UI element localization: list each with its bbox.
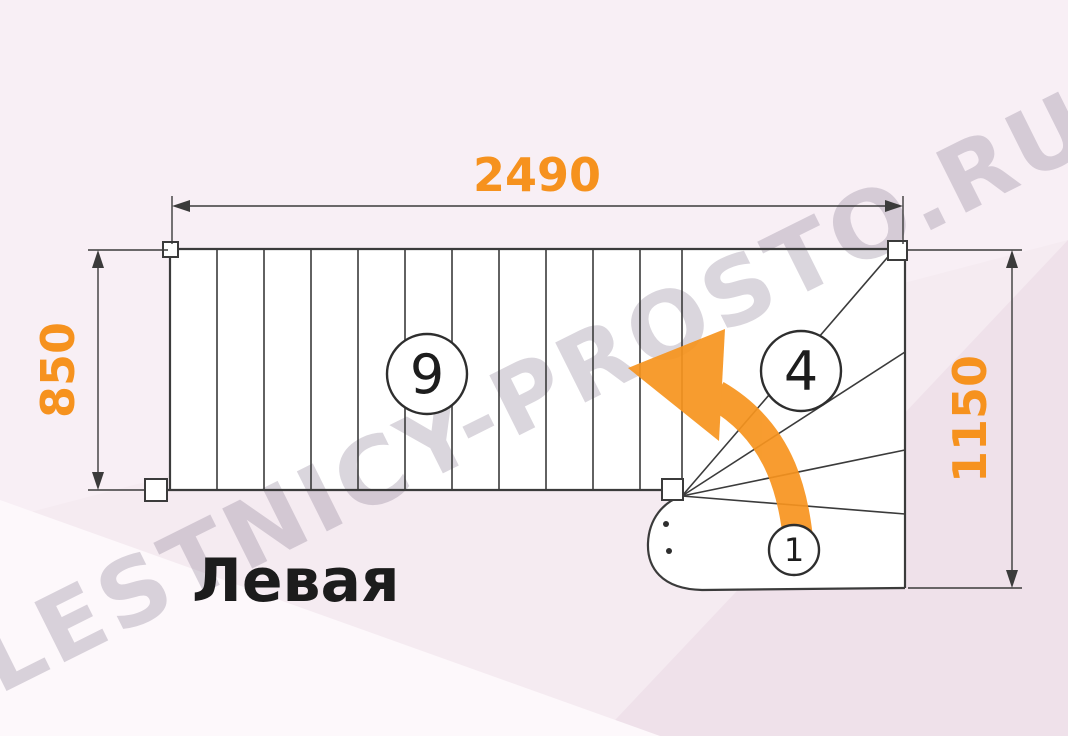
- dimension-label-flight-width: 850: [31, 322, 85, 418]
- newel-post-top-right: [887, 240, 908, 261]
- background-facet-bottom-left: [0, 500, 660, 736]
- tread-lines: [216, 249, 641, 490]
- dimension-arrowhead-left: [172, 200, 190, 212]
- direction-arrow-head: [628, 329, 725, 441]
- dimension-arrowhead-right: [885, 200, 903, 212]
- dimension-label-turn-depth: 1150: [943, 355, 997, 483]
- winder-steps-circle: [759, 329, 843, 413]
- dimension-left: 850: [31, 249, 168, 491]
- winder-steps-count: 4: [784, 340, 818, 403]
- baluster-dots: [663, 521, 672, 554]
- curved-step-outline: [646, 494, 906, 592]
- newel-post-bottom-left: [144, 478, 168, 502]
- newel-post-hub: [661, 478, 684, 501]
- step-count-badges: 9 4 1: [385, 329, 843, 577]
- dimension-right: 1150: [908, 249, 1022, 589]
- straight-steps-count: 9: [410, 343, 444, 406]
- variant-title: Левая: [192, 546, 400, 616]
- dimension-arrowhead-bottom: [92, 472, 104, 490]
- dimension-arrowhead-top: [92, 250, 104, 268]
- baluster-dot: [663, 521, 669, 527]
- dimension-top: 2490: [171, 148, 904, 244]
- baluster-dot: [666, 548, 672, 554]
- bottom-step-count: 1: [784, 531, 804, 569]
- newel-posts: [144, 240, 908, 502]
- winder-edge-line: [681, 351, 906, 497]
- staircase-outline: [146, 247, 907, 592]
- bottom-step-circle: [767, 523, 821, 577]
- dimension-arrowhead-top: [1006, 250, 1018, 268]
- dimension-label-total-length: 2490: [473, 148, 601, 202]
- dimension-arrowhead-bottom: [1006, 570, 1018, 588]
- straight-steps-circle: [385, 332, 469, 416]
